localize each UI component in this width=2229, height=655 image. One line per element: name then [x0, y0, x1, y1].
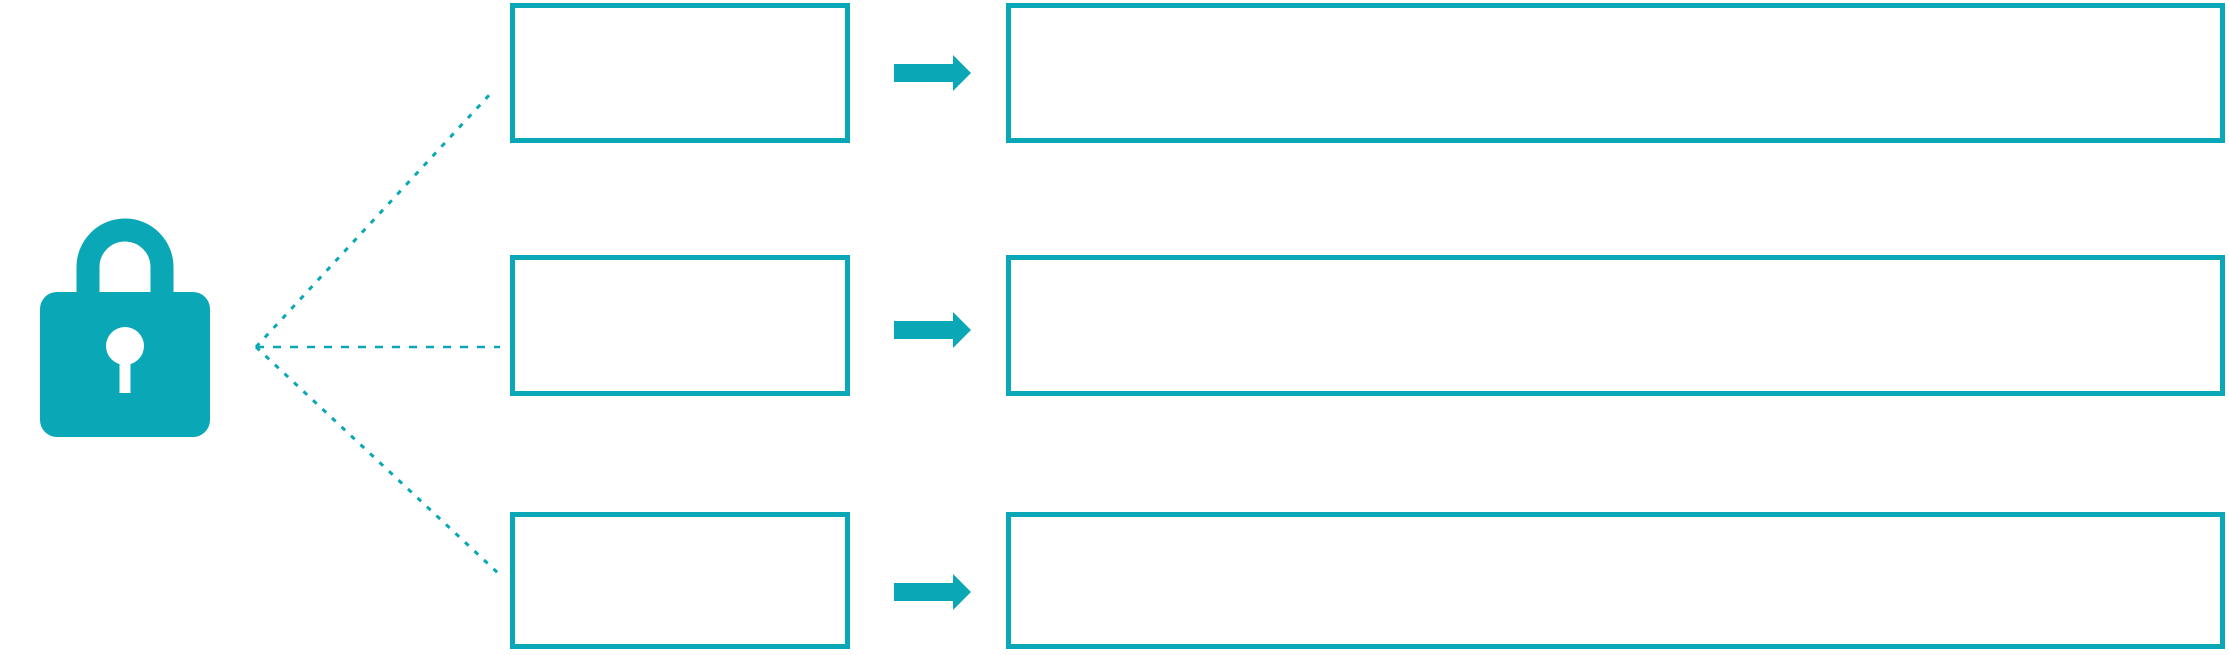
target-box [1006, 3, 2225, 143]
source-box [510, 512, 850, 649]
target-box [1006, 255, 2225, 396]
lock-icon [40, 218, 210, 437]
right-arrow-icon [894, 55, 971, 91]
target-box [1006, 512, 2225, 649]
right-arrow-icon [894, 574, 971, 610]
dotted-connector-top [254, 90, 494, 349]
source-box [510, 255, 850, 396]
dotted-connector-bottom [254, 345, 501, 576]
right-arrow-icon [894, 312, 971, 348]
source-box [510, 3, 850, 143]
